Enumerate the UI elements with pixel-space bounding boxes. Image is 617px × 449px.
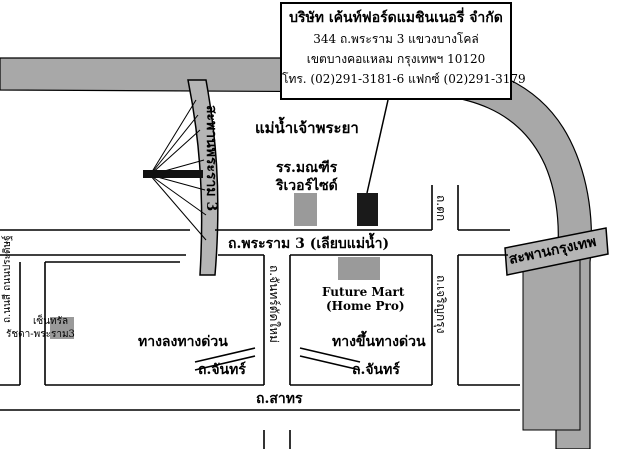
school-label: รร.มณฑีร <box>276 160 338 176</box>
chan-right-label: ถ.จันทร์ <box>352 361 400 378</box>
chan-new-road-label: ถ.จันทร์ตัดใหม่ <box>267 265 281 343</box>
company-name: บริษัท เค้นท์ฟอร์ดแมชินเนอรี่ จำกัด <box>289 10 503 26</box>
school-building <box>294 193 317 226</box>
charoen-krung-label: ถ.เจริญกรุง <box>433 275 448 333</box>
address-line-2: เขตบางคอแหลม กรุงเทพฯ 10120 <box>306 52 486 66</box>
river-lower <box>522 249 581 431</box>
sathorn-label: ถ.สาทร <box>256 391 303 407</box>
central-label-2: รัชดา-พระราม3 <box>6 329 75 340</box>
company-building <box>357 193 378 226</box>
tok-road-label: ถ.ตก <box>434 195 448 221</box>
company-address-box: บริษัท เค้นท์ฟอร์ดแมชินเนอรี่ จำกัด 344 … <box>280 2 526 100</box>
address-line-1: 344 ถ.พระราม 3 แขวงบางโคล่ <box>313 32 479 46</box>
school-label-2: ริเวอร์ไซด์ <box>275 176 338 194</box>
river-label: แม่น้ำเจ้าพระยา <box>255 116 359 137</box>
expressway-up-label: ทางขึ้นทางด่วน <box>332 330 426 350</box>
road-lines <box>0 185 520 449</box>
future-mart-building <box>338 257 380 280</box>
krungthep-bridge <box>504 227 609 276</box>
pointer-line <box>366 99 389 194</box>
future-mart-label: Future Mart <box>322 285 405 299</box>
chan-left-label: ถ.จันทร์ <box>198 361 246 378</box>
expressway-down-label: ทางลงทางด่วน <box>138 334 228 350</box>
bridge-tower <box>143 170 203 178</box>
future-mart-sub-label: (Home Pro) <box>326 299 405 313</box>
bridge-left-label: สะพานพระราม 3 <box>203 105 219 211</box>
rama3-road-label: ถ.พระราม 3 (เลียบแม่น้ำ) <box>228 232 389 252</box>
sang-road-label: ถ.นนสี ถนนประดิษฐ์ <box>1 235 13 323</box>
central-building <box>50 317 74 339</box>
central-label-1: เซ็นทรัล <box>33 313 68 327</box>
phone-fax: โทร. (02)291-3181-6 แฟกซ์ (02)291-3179 <box>282 72 526 86</box>
